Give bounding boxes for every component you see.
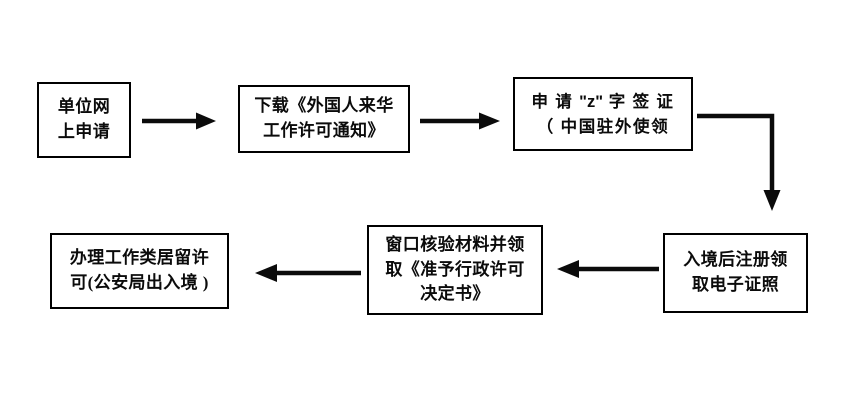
arrow-register-to-window [553, 256, 661, 282]
node-text-line: 取《准予行政许可 [385, 259, 525, 279]
node-text-line: 上申请 [57, 122, 111, 141]
visa-text-suffix: 字 签 证 [603, 91, 675, 111]
node-text-line: 入境后注册领 [683, 250, 788, 270]
node-text-line: 取电子证照 [692, 275, 779, 294]
arrow-download-to-visa [418, 108, 504, 134]
node-text-line: 单位网 [57, 97, 111, 117]
node-text-line: 工作许可通知》 [263, 121, 385, 140]
flow-node-download-notice[interactable]: 下载《外国人来华 工作许可通知》 [238, 85, 410, 153]
arrow-window-to-permit [251, 260, 363, 286]
flow-node-register-e-certificate[interactable]: 入境后注册领 取电子证照 [663, 233, 808, 313]
node-text-line: （ 中国驻外使领 [536, 116, 670, 136]
flow-node-apply-z-visa[interactable]: 申 请 "z" 字 签 证 （ 中国驻外使领 [513, 77, 693, 151]
visa-text-quoted-z: "z" [579, 92, 604, 111]
node-text-line: 窗口核验材料并领 [385, 235, 525, 255]
flow-node-window-verify-docs[interactable]: 窗口核验材料并领 取《准予行政许可 决定书》 [367, 225, 543, 315]
node-text-line: 下载《外国人来华 [254, 96, 394, 116]
flow-node-unit-online-application[interactable]: 单位网 上申请 [37, 82, 131, 158]
flow-node-residence-permit[interactable]: 办理工作类居留许 可(公安局出入境 ) [50, 233, 229, 309]
node-text-line: 办理工作类居留许 [69, 248, 210, 268]
node-text-line: 可(公安局出入境 ) [70, 273, 209, 292]
visa-text-prefix: 申 请 [531, 91, 580, 111]
node-text-line: 决定书》 [420, 284, 490, 304]
arrow-visa-to-register [694, 110, 790, 214]
node-text-line-visa: 申 请 "z" 字 签 证 [531, 90, 674, 115]
arrow-unit-to-download [140, 108, 220, 134]
